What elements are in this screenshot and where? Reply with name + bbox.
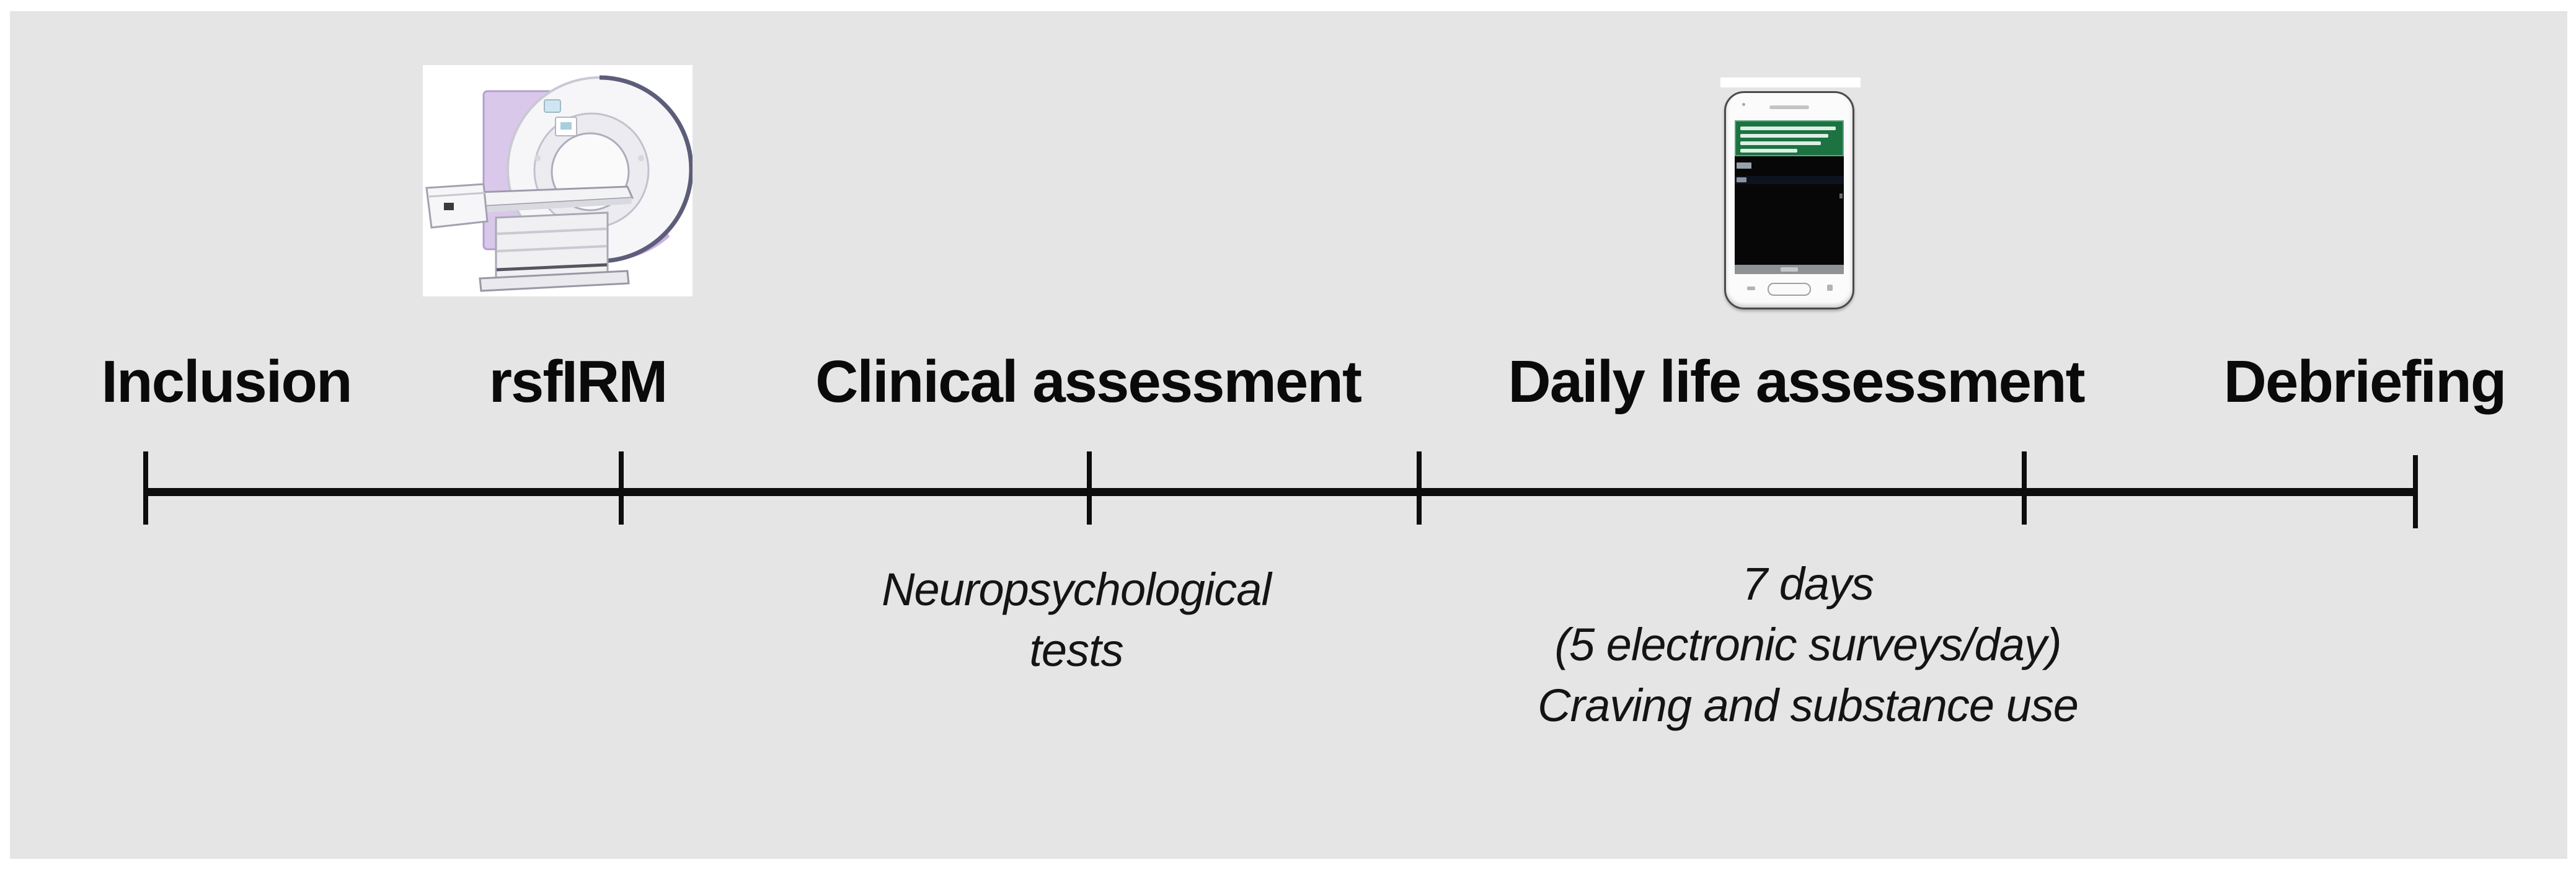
daily-life-annotation-line2: (5 electronic surveys/day) [1554, 619, 2061, 670]
banner-text-line [1740, 134, 1828, 138]
smartphone-image [1720, 78, 1861, 317]
smartphone-body-icon [1724, 91, 1854, 309]
banner-text-line [1740, 149, 1797, 153]
phase-label-rsfirm: rsfIRM [489, 348, 668, 415]
phase-label-daily-life: Daily life assessment [1508, 348, 2085, 415]
timeline-tick-6 [2413, 455, 2418, 528]
phone-screen [1735, 120, 1844, 274]
phone-home-button [1768, 283, 1811, 296]
banner-text-line [1740, 141, 1821, 145]
daily-life-annotation-line1: 7 days [1742, 558, 1874, 610]
phase-label-clinical: Clinical assessment [815, 348, 1362, 415]
timeline-tick-3 [1087, 451, 1092, 525]
phase-label-debriefing: Debriefing [2223, 348, 2507, 415]
daily-life-annotation: 7 days (5 electronic surveys/day) Cravin… [1538, 554, 2079, 736]
daily-life-annotation-line3: Craving and substance use [1538, 680, 2079, 731]
answer-option-text [1737, 162, 1751, 169]
phone-nav-bar [1735, 265, 1844, 274]
clinical-annotation-line1: Neuropsychological [882, 564, 1272, 615]
phase-label-inclusion: Inclusion [101, 348, 352, 415]
phone-back-key [1827, 285, 1833, 291]
answer-option-text [1737, 177, 1746, 182]
phone-brand-mark [1769, 105, 1809, 109]
timeline-tick-1 [143, 451, 148, 525]
phone-menu-key [1747, 286, 1755, 290]
clinical-annotation-line2: tests [1029, 624, 1123, 676]
mri-scanner-icon [423, 65, 693, 296]
phone-camera-dot [1742, 103, 1745, 106]
timeline-tick-2 [619, 451, 624, 525]
survey-question-banner [1735, 120, 1844, 156]
nav-bar-pill [1781, 267, 1798, 272]
timeline-tick-4 [1417, 451, 1422, 525]
photo-white-backdrop [1720, 78, 1861, 87]
timeline-axis [146, 488, 2417, 496]
scroll-indicator [1839, 193, 1843, 198]
figure-panel [10, 11, 2567, 859]
timeline-tick-5 [2022, 451, 2027, 525]
banner-text-line [1740, 127, 1836, 130]
clinical-annotation: Neuropsychological tests [882, 559, 1272, 681]
mri-scanner-image [423, 65, 693, 296]
answer-row-highlight [1735, 176, 1844, 184]
